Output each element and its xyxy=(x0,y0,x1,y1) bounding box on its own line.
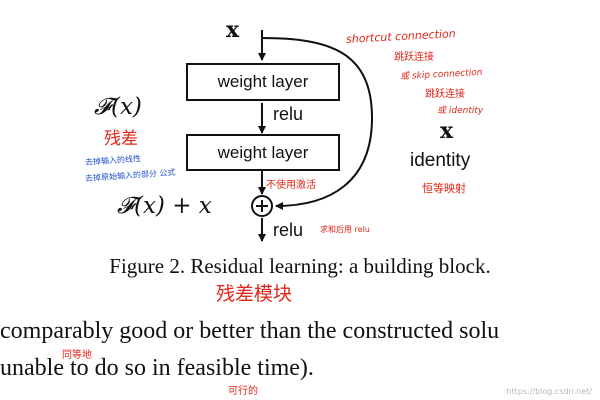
annotation-residual-block: 残差模块 xyxy=(216,283,293,305)
annotation-feasible: 可行的 xyxy=(228,386,258,397)
identity-label: identity xyxy=(410,150,471,171)
relu-output-label: relu xyxy=(273,220,304,240)
annotation-identity-cn: 恒等映射 xyxy=(422,182,466,195)
watermark: https://blog.csdn.net/ xyxy=(506,387,592,396)
annotation-residual-cn: 残差 xyxy=(104,129,138,149)
annotation-skip-cn-2: 跳跃连接 xyxy=(425,89,465,100)
shortcut-curve xyxy=(261,37,374,210)
sum-output-label: 𝓕(x) + x xyxy=(117,193,212,219)
relu-middle-label: relu xyxy=(273,104,304,124)
annotation-before-relu: 不使用激活 xyxy=(266,180,316,191)
annotation-after-relu: 求和后用 relu xyxy=(320,225,370,234)
weight-layer-top: weight layer xyxy=(186,63,340,101)
body-text-line-1: comparably good or better than the const… xyxy=(0,318,500,344)
shortcut-x-label: x xyxy=(440,118,454,144)
weight-layer-bottom: weight layer xyxy=(186,134,340,171)
annotation-skip-cn: 跳跃连接 xyxy=(394,52,434,63)
input-x-label: x xyxy=(226,17,240,43)
figure-caption: Figure 2. Residual learning: a building … xyxy=(109,254,491,278)
body-text-line-2: unable to do so in feasible time). xyxy=(0,355,314,381)
annotation-or-identity: 或 identity xyxy=(437,106,484,116)
annotation-same: 同等地 xyxy=(62,350,92,361)
residual-function-label: 𝓕(x) xyxy=(94,94,142,120)
